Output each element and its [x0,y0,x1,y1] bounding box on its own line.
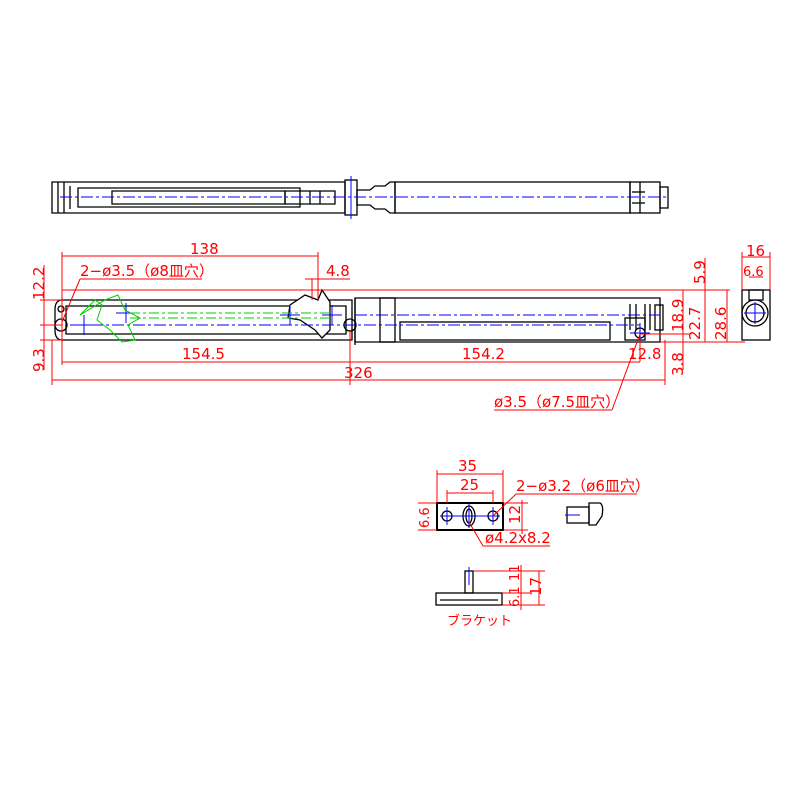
end-view: 16 6.6 [741,242,771,341]
dim-138: 138 [190,240,219,258]
dim-326: 326 [344,364,373,382]
dim-12-8: 12.8 [628,345,661,363]
dim-16: 16 [746,242,765,260]
bracket-dim-12: 12 [506,505,524,524]
dim-6-6: 6.6 [743,265,764,280]
bracket-slot-note: ø4.2x8.2 [485,529,551,547]
dim-12-2: 12.2 [30,267,48,300]
dim-9-3: 9.3 [30,348,48,372]
hole-note: 2−ø3.5（ø8皿穴） [80,262,214,280]
end-hole-note: ø3.5（ø7.5皿穴） [494,393,620,411]
bracket-top-view: 35 25 2−ø3.2（ø6皿穴） 6.6 12 ø4.2x8.2 [418,457,650,547]
side-view [54,288,664,345]
dim-154-2: 154.2 [462,345,505,363]
bracket-label: ブラケット [447,613,512,629]
dim-18-9: 18.9 [669,299,687,332]
main-dimensions: 138 2−ø3.5（ø8皿穴） 4.8 12.2 9.3 154.5 154.… [30,240,745,411]
bracket-side-view: 6.1 11 17 ブラケット [435,564,545,629]
top-view [51,176,669,219]
dim-5-9: 5.9 [691,260,709,284]
bracket-dim-35: 35 [458,457,477,475]
dim-3-8: 3.8 [669,352,687,376]
dim-4-8: 4.8 [326,262,350,280]
bracket-hole-note: 2−ø3.2（ø6皿穴） [516,477,650,495]
dim-154-5: 154.5 [182,345,225,363]
bracket-dim-11: 11 [508,564,523,581]
dim-28-6: 28.6 [712,307,730,340]
bracket-dim-6-1: 6.1 [508,586,523,607]
bracket-dim-25: 25 [460,476,479,494]
dim-22-7: 22.7 [686,307,704,340]
bracket-dim-6-6: 6.6 [418,507,433,528]
bracket-dim-17: 17 [527,577,545,596]
